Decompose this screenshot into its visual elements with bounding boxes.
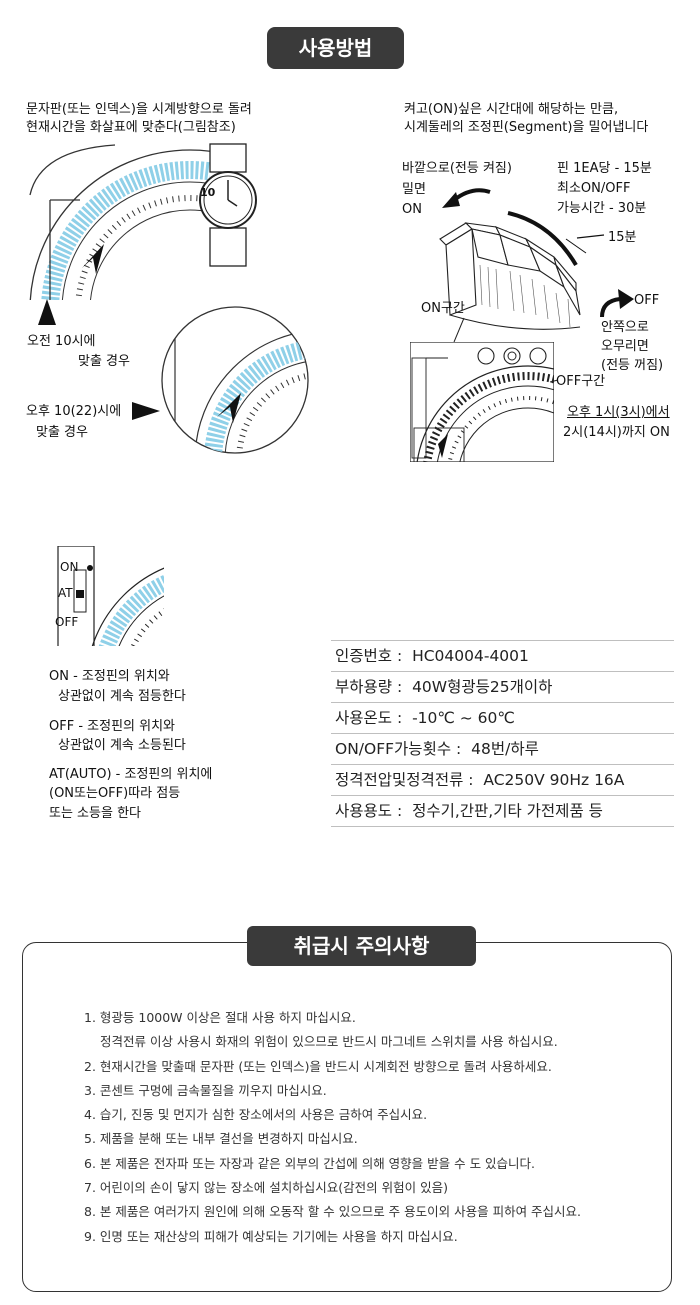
list-item: 5. 제품을 분해 또는 내부 결선을 변경하지 마십시요. [84,1131,358,1147]
push-in-line3: (전등 꺼짐) [601,358,664,373]
spec-label: 사용용도 : [335,802,403,820]
spec-row-use: 사용용도 : 정수기,간판,기타 가전제품 등 [331,796,674,827]
spec-label: 정격전압및정격전류 : [335,771,474,789]
list-item: 6. 본 제품은 전자파 또는 자장과 같은 외부의 간섭에 의해 영향을 받을… [84,1155,536,1171]
spec-label: ON/OFF가능횟수 : [335,740,462,758]
timer-unit-illustration [410,317,559,462]
mode-off-line2: 상관없이 계속 소등된다 [58,738,186,753]
spec-row-load: 부하용량 : 40W형광등25개이하 [331,672,674,703]
watch-hour-label: 10 [200,186,216,199]
switch-at-label: AT [58,586,73,600]
usage-title: 사용방법 [267,27,404,69]
list-item: 9. 인명 또는 재산상의 피해가 예상되는 기기에는 사용을 하지 마십시요. [84,1228,458,1244]
spec-label: 인증번호 : [335,647,403,665]
spec-label: 사용온도 : [335,709,403,727]
mode-off-line1: OFF - 조정핀의 위치와 [49,719,175,734]
up-arrow-icon [38,299,56,325]
spec-label: 부하용량 : [335,678,403,696]
mode-at-line1: AT(AUTO) - 조정핀의 위치에 [49,767,213,782]
spec-row-cert: 인증번호 : HC04004-4001 [331,640,674,672]
push-out-line3: ON [402,202,422,217]
am-case-line1: 오전 10시에 [27,334,96,349]
step1-text-line1: 문자판(또는 인덱스)을 시계방향으로 돌려 [26,102,252,117]
pm-case-line1: 오후 10(22)시에 [26,404,122,419]
spec-value: HC04004-4001 [412,647,529,665]
on-section-label: ON구간 [421,301,465,316]
mode-switch-illustration [57,546,164,646]
step2-text-line1: 켜고(ON)싶은 시간대에 해당하는 만큼, [404,102,619,117]
arrow-indicator-icon [217,393,241,423]
mode-at-line2: (ON또는OFF)따라 점등 [49,786,181,801]
wristwatch-icon [199,143,257,267]
mode-at-line3: 또는 소등을 한다 [49,806,141,821]
switch-off-label: OFF [55,615,79,629]
list-item: 1. 형광등 1000W 이상은 절대 사용 하지 마십시요. [84,1010,356,1025]
curved-arrow-left-icon [442,188,491,208]
list-item: 2. 현재시간을 맞출때 문자판 (또는 인덱스)을 반드시 시계회전 방향으로… [84,1058,552,1074]
off-section-label: OFF구간 [556,374,606,389]
arrow-indicator-icon [82,244,104,274]
push-in-off: OFF [634,293,660,308]
mode-on-line2: 상관없이 계속 점등한다 [58,689,186,704]
spec-value: 정수기,간판,기타 가전제품 등 [412,802,603,820]
spec-value: 48번/하루 [471,740,539,758]
spec-row-count: ON/OFF가능횟수 : 48번/하루 [331,734,674,765]
list-item: 8. 본 제품은 여러가지 원인에 의해 오동작 할 수 있으므로 주 용도이외… [84,1204,582,1220]
dial-am-illustration [29,144,210,300]
segment-pins-illustration [439,211,605,330]
list-item: 정격전류 이상 사용시 화재의 위험이 있으므로 반드시 마그네트 스위치를 사… [100,1034,558,1050]
spec-value: AC250V 90Hz 16A [483,771,625,789]
step1-text-line2: 현재시간을 화살표에 맞춘다(그림참조) [26,120,236,135]
switch-on-label: ON [60,560,79,574]
spec-value: 40W형광등25개이하 [412,678,553,696]
caution-title: 취급시 주의사항 [247,926,476,966]
switch-on-dot-icon [87,565,93,571]
push-out-line1: 바깥으로(전등 켜짐) [402,161,512,176]
am-case-line2: 맞출 경우 [78,354,130,369]
list-item: 4. 습기, 진동 및 먼지가 심한 장소에서의 사용은 금하여 주십시요. [84,1107,428,1123]
spec-value: -10℃ ~ 60℃ [412,709,515,727]
spec-row-rating: 정격전압및정격전류 : AC250V 90Hz 16A [331,765,674,796]
arrow-indicator-icon [426,434,448,458]
mode-on-line1: ON - 조정핀의 위치와 [49,669,170,684]
push-in-line1: 안쪽으로 [601,320,649,335]
spec-table: 인증번호 : HC04004-4001 부하용량 : 40W형광등25개이하 사… [331,640,674,827]
spec-row-temp: 사용온도 : -10℃ ~ 60℃ [331,703,674,734]
example-line2: 2시(14시)까지 ON [563,425,670,440]
dial-pm-illustration [161,306,309,454]
list-item: 7. 어린이의 손이 닿지 않는 장소에 설치하십시요(감전의 위험이 있음) [84,1180,448,1196]
curved-arrow-up-icon [600,289,634,318]
step2-text-line2: 시계둘레의 조정핀(Segment)을 밀어냅니다 [404,120,649,135]
push-out-line2: 밀면 [402,182,426,197]
example-line1: 오후 1시(3시)에서 [567,405,670,420]
push-in-line2: 오무리면 [601,339,649,354]
right-arrow-icon [132,402,160,420]
pin-minutes-label: 15분 [608,230,637,245]
pin-info-line1: 핀 1EA당 - 15분 [557,161,652,176]
pm-case-line2: 맞출 경우 [36,425,88,440]
caution-list: 1. 형광등 1000W 이상은 절대 사용 하지 마십시요. 정격전류 이상 … [84,1006,581,1249]
list-item: 3. 콘센트 구멍에 금속물질을 끼우지 마십시요. [84,1082,327,1098]
pin-info-line2: 최소ON/OFF [557,181,631,196]
pin-info-line3: 가능시간 - 30분 [557,201,647,216]
